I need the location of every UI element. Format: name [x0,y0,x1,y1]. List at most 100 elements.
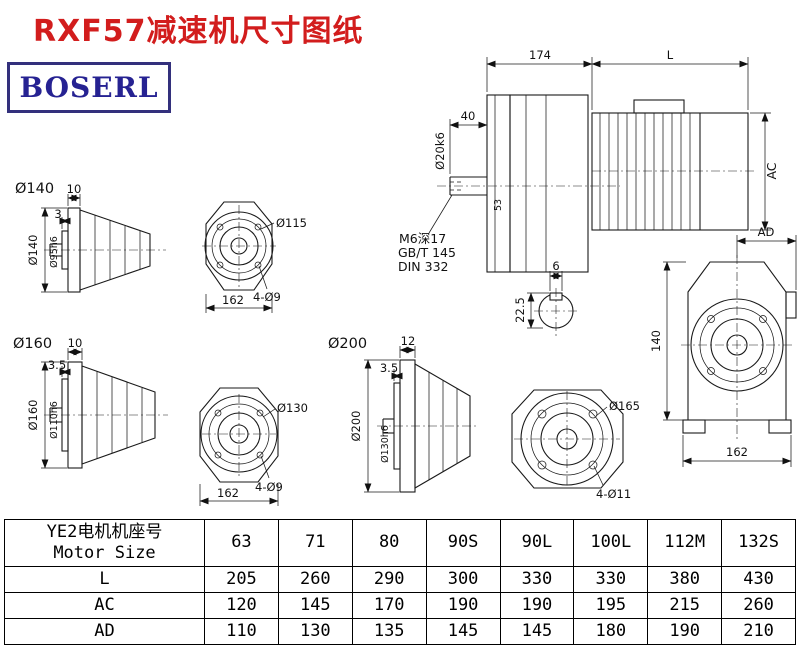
table-row-AD: AD 110 130 135 145 145 180 190 210 [4,618,796,645]
value-cell: 260 [277,566,353,593]
dim-174-L: 174 L [486,48,749,110]
value-cell: 145 [277,592,353,619]
dim-162-rear: 162 [682,435,792,467]
value-cell: 215 [647,592,723,619]
flange200-front-view: Ø165 4-Ø11 [511,389,640,501]
value-cell: 290 [351,566,427,593]
dim-L-label: L [667,48,674,62]
flange140-front-view: Ø115 4-Ø9 162 [202,201,307,313]
key-height-label: 22.5 [513,297,527,323]
dim-162-rear-label: 162 [726,445,748,459]
dim-10-140: 10 [67,182,82,206]
value-cell: 145 [499,618,575,645]
table-row-AC: AC 120 145 170 190 190 195 215 260 [4,592,796,619]
flange140-title: Ø140 [15,181,54,197]
dim-162-160: 162 [199,484,279,506]
dim-40-label: 40 [461,109,476,123]
gearbox-front-view: AD 140 162 [649,225,797,467]
table-row-L: L 205 260 290 300 330 330 380 430 [4,566,796,593]
value-cell: 190 [425,592,501,619]
value-cell: 330 [573,566,649,593]
value-cell: 330 [499,566,575,593]
tap-note-3: DIN 332 [398,259,449,274]
dim-3_5-160: 3.5 [48,358,71,377]
dim-10-label: 10 [67,182,82,196]
value-cell: 210 [721,618,796,645]
dim-174-label: 174 [529,48,551,62]
value-cell: 380 [647,566,723,593]
dim-12-200: 12 [399,334,416,358]
main-assembly-side-view: 174 L 40 [398,48,779,274]
size-col-header: 90S [425,519,501,567]
gear-housing [509,94,589,273]
terminal-box-side [785,291,797,319]
dim-3-140: 3 [54,207,71,229]
dim-AC: AC [750,112,779,231]
value-cell: 300 [425,566,501,593]
shaft-diameter-label: Ø20k6 [433,132,447,170]
value-cell: 190 [499,592,575,619]
dia-160-label: Ø160 [26,399,40,430]
dim-40: 40 [449,109,488,174]
value-cell: 130 [277,618,353,645]
foot-right [768,419,792,434]
motor-size-table: YE2电机机座号 Motor Size 63 71 80 90S 90L 100… [4,519,796,645]
size-col-header: 63 [204,519,279,567]
size-col-header: 112M [647,519,723,567]
dim-10-160: 10 [67,336,83,360]
dim-162-160-label: 162 [217,486,239,500]
page-title: RXF57减速机尺寸图纸 [33,14,364,49]
dim-dia160: Ø160 [26,361,67,469]
value-cell: 170 [351,592,427,619]
dim-140-label: 140 [649,330,663,352]
dia-200-label: Ø200 [349,410,363,441]
size-col-header: 80 [351,519,427,567]
key-width-label: 6 [552,259,559,273]
dim-key-width: 6 [549,259,563,291]
dim-53-label: 53 [493,199,504,211]
dia-130-spigot-label: Ø130h6 [380,425,391,463]
dia-95-label: Ø95h6 [49,236,60,268]
flange200-front-outline [511,389,624,489]
dim-dia200: Ø200 [349,359,399,493]
value-cell: 110 [204,618,279,645]
value-cell: 135 [351,618,427,645]
dim-3-label: 3 [54,207,61,221]
tap-note-1: M6深17 [399,231,446,246]
value-cell: 430 [721,566,796,593]
motor-size-header-cell: YE2电机机座号 Motor Size [4,519,205,567]
dim-162-140: 162 [205,293,273,313]
size-col-header: 132S [721,519,796,567]
shaft-tap-note: M6深17 GB/T 145 DIN 332 [398,194,456,274]
holes-140-label: 4-Ø9 [253,290,281,304]
value-cell: 120 [204,592,279,619]
dimension-drawing: 174 L 40 [13,48,797,506]
value-cell: 180 [573,618,649,645]
flange200-side-view: Ø200 12 3.5 Ø200 Ø130h6 [328,334,477,493]
dim-key-height: 22.5 [513,292,549,329]
shaft-key-section-detail: 6 22.5 [513,259,578,336]
dim-162-140-label: 162 [222,293,244,307]
flange140-side-view: Ø140 10 3 Ø140 Ø95h6 [15,181,166,293]
motor-terminal-box [633,99,685,114]
value-cell: 260 [721,592,796,619]
flange160-title: Ø160 [13,336,52,352]
flange160-front-outline [199,387,279,483]
dim-dia140: Ø140 [26,207,67,293]
row-label: AD [4,618,205,645]
dia-165-label: Ø165 [609,399,640,413]
dim-12-label: 12 [401,334,416,348]
brand-logo: BOSERL [7,62,171,113]
row-label: AC [4,592,205,619]
holes-160-label: 4-Ø9 [255,480,283,494]
row-label: L [4,566,205,593]
flange160-housing-cone [81,365,156,465]
flange160-front-view: Ø130 4-Ø9 162 [199,387,308,506]
dia-110-label: Ø110h6 [49,401,60,439]
header-label-en: Motor Size [53,543,156,563]
brand-logo-text: BOSERL [19,71,159,104]
flange160-side-view: Ø160 10 3.5 Ø160 Ø110h6 [13,336,168,469]
output-flange-plate [486,94,511,273]
dim-3_5-160-label: 3.5 [48,358,66,372]
value-cell: 190 [647,618,723,645]
